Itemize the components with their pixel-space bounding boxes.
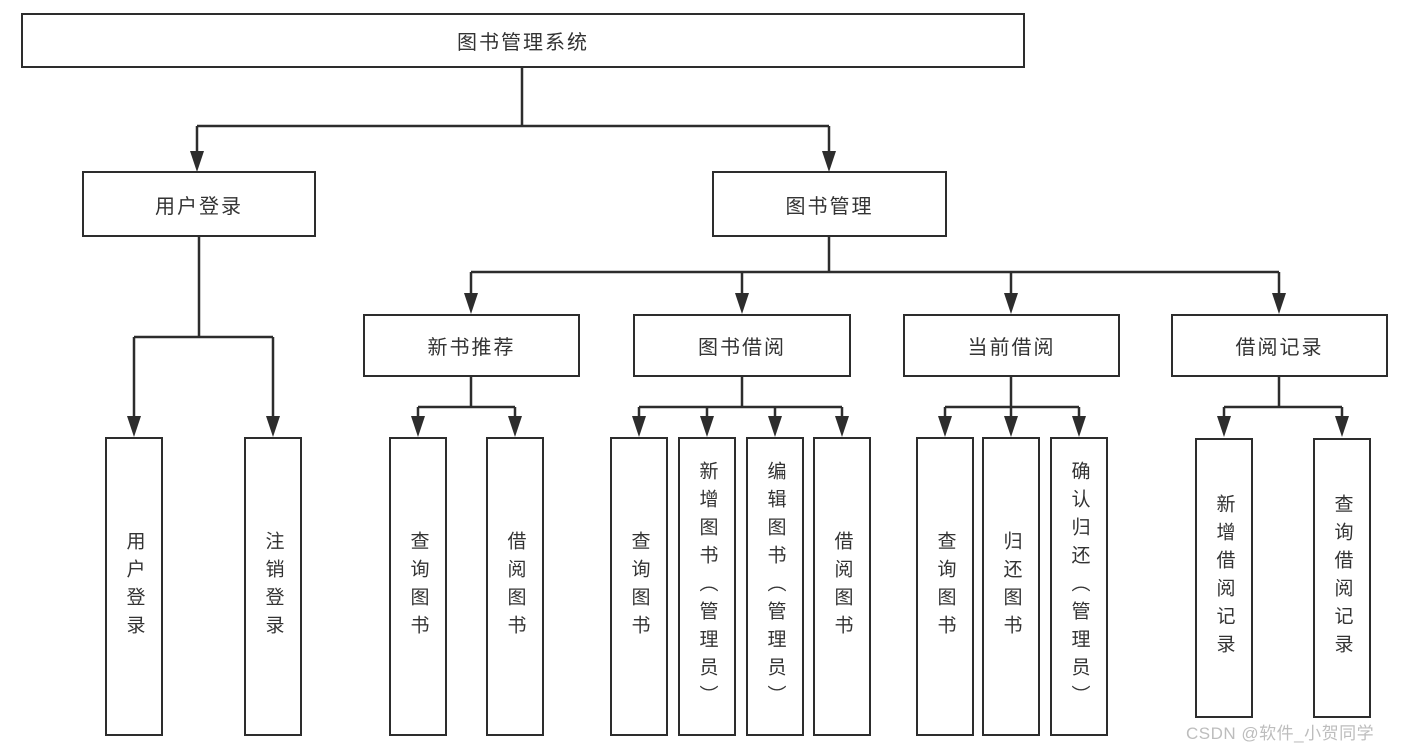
node-borrow-records: 借阅记录 <box>1171 314 1388 377</box>
leaf-return-books-label: 归还图书 <box>1000 530 1022 643</box>
leaf-return-books: 归还图书 <box>982 437 1040 736</box>
leaf-borrow-books-label: 借阅图书 <box>831 530 853 643</box>
leaf-add-borrow-record-label: 新增借阅记录 <box>1213 494 1235 662</box>
leaf-borrow-books: 借阅图书 <box>813 437 871 736</box>
node-new-book-recommend: 新书推荐 <box>363 314 580 377</box>
node-book-management: 图书管理 <box>712 171 947 237</box>
leaf-confirm-return-admin-label: 确认归还（管理员） <box>1068 460 1090 713</box>
leaf-query-books-recommend-label: 查询图书 <box>407 530 429 643</box>
leaf-confirm-return-admin: 确认归还（管理员） <box>1050 437 1108 736</box>
node-root-system: 图书管理系统 <box>21 13 1025 68</box>
leaf-borrow-books-recommend-label: 借阅图书 <box>504 530 526 643</box>
node-current-borrow-label: 当前借阅 <box>967 337 1056 359</box>
node-new-book-recommend-label: 新书推荐 <box>427 337 516 359</box>
leaf-borrow-books-recommend: 借阅图书 <box>486 437 544 736</box>
leaf-add-borrow-record: 新增借阅记录 <box>1195 438 1253 718</box>
leaf-query-books-current-label: 查询图书 <box>934 530 956 643</box>
node-borrow-records-label: 借阅记录 <box>1235 337 1324 359</box>
leaf-edit-books-admin: 编辑图书（管理员） <box>746 437 804 736</box>
leaf-query-books-borrow-label: 查询图书 <box>628 530 650 643</box>
node-user-login: 用户登录 <box>82 171 316 237</box>
leaf-add-books-admin: 新增图书（管理员） <box>678 437 736 736</box>
leaf-logout-label: 注销登录 <box>262 530 284 643</box>
node-book-borrow: 图书借阅 <box>633 314 851 377</box>
node-current-borrow: 当前借阅 <box>903 314 1120 377</box>
node-user-login-label: 用户登录 <box>155 195 243 218</box>
leaf-edit-books-admin-label: 编辑图书（管理员） <box>764 460 786 713</box>
leaf-logout: 注销登录 <box>244 437 302 736</box>
leaf-query-books-borrow: 查询图书 <box>610 437 668 736</box>
leaf-query-books-recommend: 查询图书 <box>389 437 447 736</box>
leaf-add-books-admin-label: 新增图书（管理员） <box>696 460 718 713</box>
leaf-user-login-label: 用户登录 <box>123 530 145 643</box>
node-book-management-label: 图书管理 <box>785 195 874 218</box>
leaf-user-login: 用户登录 <box>105 437 163 736</box>
leaf-query-books-current: 查询图书 <box>916 437 974 736</box>
node-book-borrow-label: 图书借阅 <box>698 337 786 359</box>
leaf-query-borrow-record-label: 查询借阅记录 <box>1331 494 1353 662</box>
leaf-query-borrow-record: 查询借阅记录 <box>1313 438 1371 718</box>
node-root-label: 图书管理系统 <box>457 32 589 54</box>
csdn-watermark: CSDN @软件_小贺同学 <box>1186 724 1375 743</box>
